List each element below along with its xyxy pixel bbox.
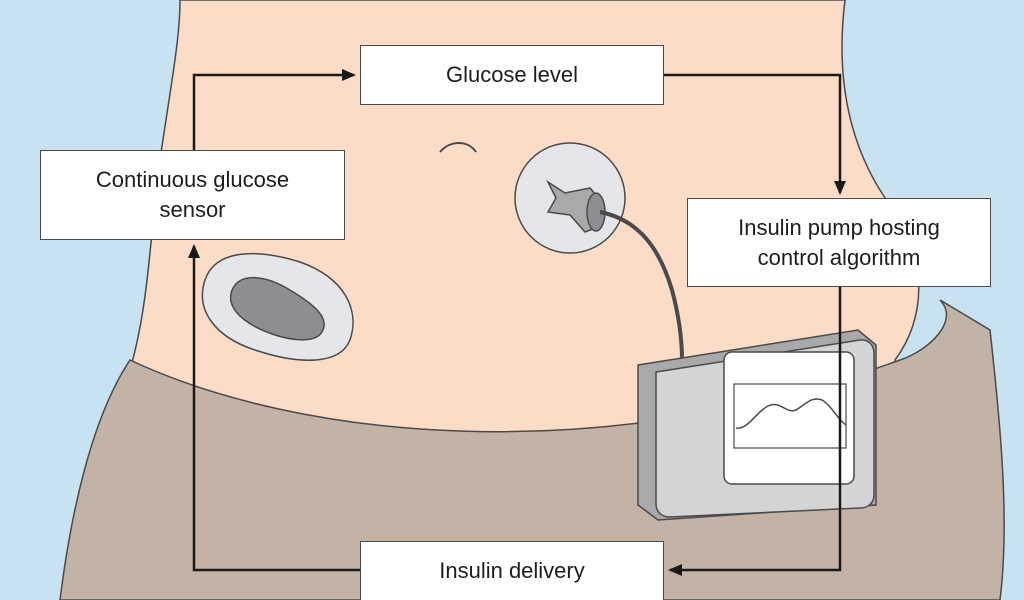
insulin-delivery-box: Insulin delivery <box>360 541 664 600</box>
pump-glucose-trace <box>735 398 847 429</box>
sensor-label-line-1: Continuous glucose <box>95 167 290 192</box>
sensor-patch-icon <box>201 252 354 361</box>
infusion-tubing <box>599 210 684 361</box>
waistband <box>59 299 1005 600</box>
arrow-glucose-to-pump <box>664 73 846 195</box>
glucose-level-box: Glucose level <box>360 45 664 105</box>
arrow-sensor-to-glucose <box>192 69 356 150</box>
arrow-pump-to-delivery <box>668 287 842 576</box>
infusion-set-icon <box>514 142 626 254</box>
pump-label-line-2: control algorithm <box>757 244 921 270</box>
pump-label-line-1: Insulin pump hosting <box>738 214 940 240</box>
continuous-glucose-sensor-box: Continuous glucose sensor <box>40 150 345 240</box>
sensor-label-line-2: sensor <box>159 197 226 222</box>
insulin-pump-icon <box>637 329 877 521</box>
glucose-level-label: Glucose level <box>445 62 579 87</box>
insulin-delivery-label: Insulin delivery <box>439 558 585 583</box>
arrow-delivery-to-sensor <box>188 244 360 572</box>
navel-icon <box>439 142 477 153</box>
pump-graph-frame <box>733 383 847 449</box>
insulin-pump-box: Insulin pump hosting control algorithm <box>687 198 991 287</box>
